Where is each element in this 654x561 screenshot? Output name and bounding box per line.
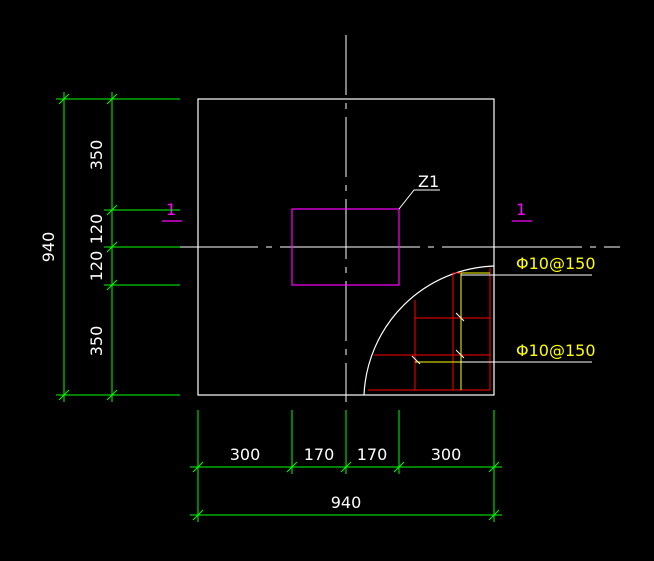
dim-horizontal-seg-1: 300 xyxy=(230,445,261,464)
centerlines xyxy=(118,35,620,402)
dim-horizontal-total: 940 xyxy=(331,493,362,512)
rebar-tick xyxy=(455,349,465,359)
rebar-label-bottom-group: Φ10@150 xyxy=(460,341,596,363)
dim-tick xyxy=(106,204,118,216)
dim-tick xyxy=(106,389,118,401)
dim-tick xyxy=(488,461,500,473)
dim-vertical-seg-2: 120 xyxy=(87,214,106,245)
foundation-outline xyxy=(197,98,495,396)
dim-tick xyxy=(340,461,352,473)
vertical-dimensions xyxy=(56,92,180,402)
column-rect xyxy=(291,208,400,286)
column-label: Z1 xyxy=(418,172,439,191)
section-mark-right: 1 xyxy=(512,200,532,222)
rebar-tick xyxy=(455,312,465,322)
rebar-leader-ticks xyxy=(411,312,465,365)
horizontal-dimension-texts: 300 170 170 300 940 xyxy=(230,445,462,512)
vertical-dimension-texts: 940 350 120 120 350 xyxy=(39,140,106,357)
dim-tick xyxy=(192,461,204,473)
rebar-label-top-group: Φ10@150 xyxy=(461,254,596,276)
dim-tick xyxy=(106,279,118,291)
dim-vertical-seg-4: 350 xyxy=(87,326,106,357)
dim-vertical-total: 940 xyxy=(39,232,58,263)
dim-tick xyxy=(488,509,500,521)
dim-horizontal-seg-2: 170 xyxy=(304,445,335,464)
dim-tick xyxy=(106,93,118,105)
horizontal-dimensions xyxy=(190,410,502,522)
dim-tick xyxy=(286,461,298,473)
dim-tick xyxy=(192,509,204,521)
dim-tick xyxy=(393,461,405,473)
column-leader xyxy=(398,189,440,210)
rebar-tick xyxy=(411,355,421,365)
dim-tick xyxy=(58,93,70,105)
rebar-label-bottom: Φ10@150 xyxy=(516,341,596,360)
dim-tick xyxy=(58,389,70,401)
dim-vertical-seg-3: 120 xyxy=(87,251,106,282)
rebar-grid xyxy=(368,268,491,391)
dim-horizontal-seg-4: 300 xyxy=(431,445,462,464)
dim-tick xyxy=(106,241,118,253)
rebar-cut-arc xyxy=(363,265,495,396)
rebar-label-top: Φ10@150 xyxy=(516,254,596,273)
dim-horizontal-seg-3: 170 xyxy=(357,445,388,464)
section-mark-right-text: 1 xyxy=(516,200,526,219)
dim-vertical-seg-1: 350 xyxy=(87,140,106,171)
